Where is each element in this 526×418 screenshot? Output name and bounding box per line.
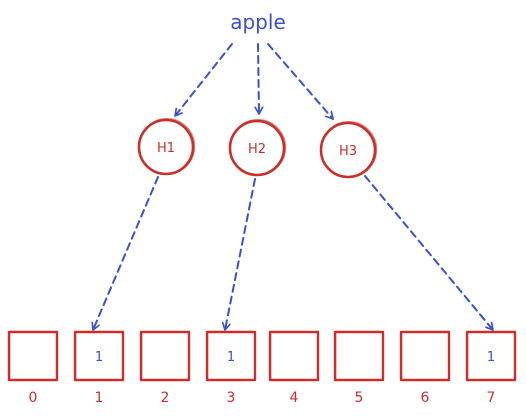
bit-cell-box-sketch: [467, 330, 516, 381]
hash-node-circle-sketch: [138, 117, 196, 175]
bit-cell-box-sketch: [270, 330, 319, 381]
input-label: apple: [230, 10, 286, 34]
bit-index-label-1: 1: [95, 390, 104, 406]
bit-cell-box: [268, 330, 320, 382]
bit-cell-value: 1: [227, 350, 235, 365]
input-arrow-h1: [174, 43, 233, 117]
hash-node-circle-sketch: [229, 118, 287, 176]
hash-arrow-h2: [225, 178, 256, 331]
hash-arrow-h3: [364, 175, 494, 331]
bit-cell-box-sketch: [401, 330, 450, 381]
bit-cell-box-sketch: [207, 330, 256, 381]
bit-cell-box-sketch: [141, 330, 190, 381]
bit-index-label-7: 7: [487, 390, 496, 406]
hash-node-label: H1: [157, 141, 175, 156]
hash-node-h2: H2: [228, 118, 287, 177]
bit-index-label-0: 0: [29, 390, 38, 406]
hash-arrow-h1: [93, 176, 159, 331]
hash-node-h1: H1: [137, 117, 196, 176]
bit-cell-3: 1: [205, 330, 257, 382]
hash-node-label: H3: [339, 144, 357, 159]
bit-index-label-4: 4: [290, 390, 299, 406]
bit-index-label-3: 3: [227, 390, 236, 406]
bit-cell-box-sketch: [335, 330, 384, 381]
hash-node-label: H2: [248, 142, 266, 157]
bit-index-label-5: 5: [355, 390, 364, 406]
bit-cell-box-sketch: [9, 330, 58, 381]
bit-cell-5: [333, 330, 385, 382]
input-arrow-h3: [267, 43, 334, 120]
bit-cell-box-sketch: [75, 330, 124, 381]
bit-cell-0: [7, 330, 59, 382]
hash-function-nodes: H1 H2 H3: [137, 117, 378, 179]
input-arrow-h2: [258, 43, 259, 115]
input-arrows: [174, 43, 334, 120]
bit-index-label-6: 6: [421, 390, 430, 406]
bit-cell-box: [333, 330, 385, 382]
hash-to-bit-arrows: [93, 175, 494, 331]
bit-cell-1: 1: [73, 330, 125, 382]
bit-cell-2: [139, 330, 191, 382]
hash-node-h3: H3: [319, 120, 378, 179]
bit-array-index-labels: 0 1 2 3 4 5 6 7: [29, 390, 496, 406]
bit-index-label-2: 2: [161, 390, 170, 406]
hash-node-circle-sketch: [320, 120, 378, 178]
bit-cell-4: [268, 330, 320, 382]
bit-cell-box: [7, 330, 59, 382]
bit-cell-value: 1: [95, 350, 103, 365]
bit-cell-7: 1: [465, 330, 517, 382]
bit-cell-6: [399, 330, 451, 382]
bit-cell-box: [399, 330, 451, 382]
bit-cell-box: [139, 330, 191, 382]
bit-array: 1 1 1: [7, 330, 517, 382]
bit-cell-value: 1: [487, 350, 495, 365]
